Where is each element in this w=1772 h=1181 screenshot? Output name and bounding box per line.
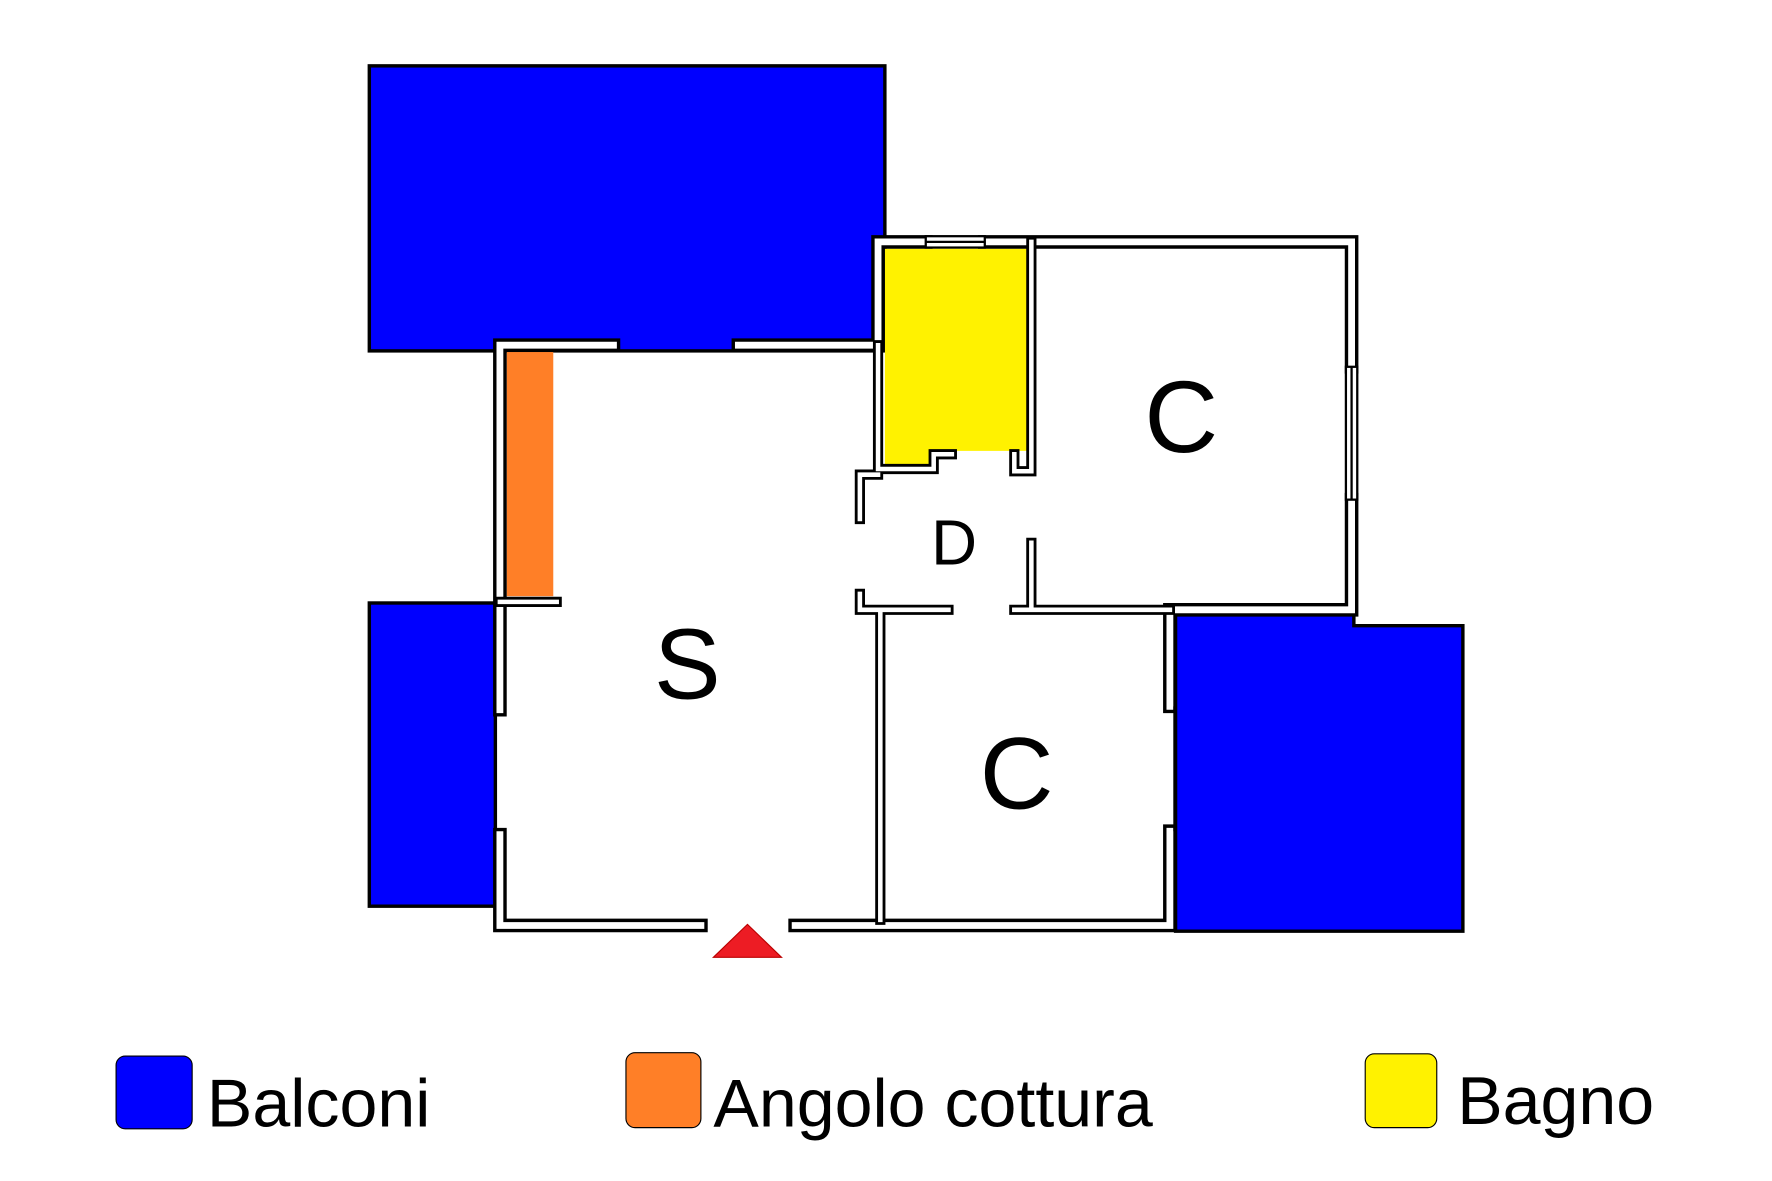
legend: Balconi Angolo cottura Bagno <box>115 1052 1654 1141</box>
legend-label-bagno: Bagno <box>1457 1063 1654 1139</box>
legend-swatch-bagno <box>1364 1053 1438 1129</box>
legend-swatch-balconi <box>115 1055 193 1130</box>
kitchen-corner <box>506 352 554 597</box>
balcony-right <box>1173 611 1465 933</box>
legend-label-angolo-cottura: Angolo cottura <box>713 1065 1152 1141</box>
room-label-c-lower: C <box>980 716 1054 831</box>
room-label-s: S <box>654 609 721 720</box>
entrance-arrow-icon <box>711 923 783 958</box>
legend-label-balconi: Balconi <box>207 1065 430 1141</box>
room-label-d: D <box>931 507 977 578</box>
legend-swatch-angolo-cottura <box>625 1052 702 1129</box>
bathroom <box>884 248 1028 469</box>
balcony-left <box>367 601 498 908</box>
room-label-c-upper: C <box>1144 359 1218 474</box>
walls <box>493 235 1359 933</box>
balcony-top <box>367 64 887 353</box>
